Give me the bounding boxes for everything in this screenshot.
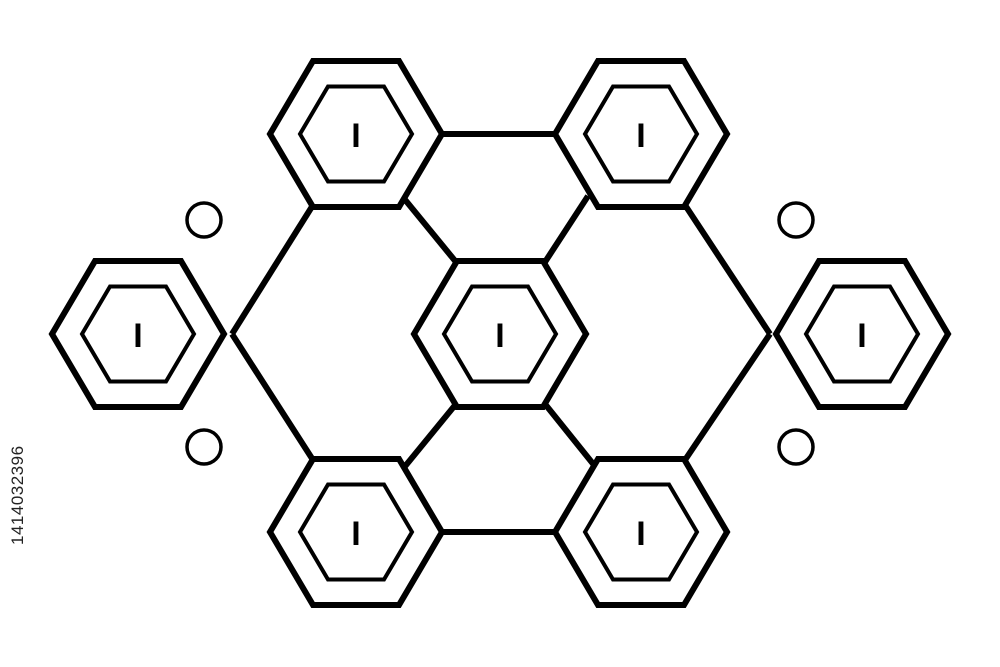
marker-circles: [185, 201, 815, 466]
hex-outer-ring: [266, 456, 446, 608]
hex-cell-far-left: I: [48, 258, 228, 410]
hex-cell-label: I: [351, 117, 360, 155]
bond-line: [542, 194, 591, 264]
hex-outer-ring: [266, 58, 446, 210]
marker-circle: [777, 428, 815, 466]
hex-outer-ring: [772, 258, 952, 410]
hex-cell-label: I: [857, 317, 866, 355]
hex-inner-ring: [297, 482, 415, 582]
bond-line: [682, 203, 773, 336]
hex-inner-ring: [582, 84, 700, 184]
hex-cell-center: I: [410, 258, 590, 410]
bond-line: [399, 402, 459, 472]
hex-cell-far-right: I: [772, 258, 952, 410]
hex-cell-bottom-left: I: [266, 456, 446, 608]
marker-circle: [777, 201, 815, 239]
bond-line: [399, 194, 459, 264]
hex-inner-ring: [803, 284, 921, 384]
hex-outer-ring: [551, 456, 731, 608]
bond-line: [229, 203, 316, 336]
bond-line: [542, 402, 601, 472]
bond-line: [682, 332, 773, 462]
hex-outer-ring: [48, 258, 228, 410]
hex-cell-label: I: [133, 317, 142, 355]
hex-inner-ring: [441, 284, 559, 384]
bond-lines: [229, 131, 773, 535]
hex-outer-ring: [410, 258, 590, 410]
hex-cell-top-left: I: [266, 58, 446, 210]
marker-circle: [185, 201, 223, 239]
bond-line: [229, 332, 316, 462]
hex-cell-label: I: [495, 317, 504, 355]
hex-cell-bottom-right: I: [551, 456, 731, 608]
marker-circle: [185, 428, 223, 466]
hex-inner-ring: [582, 482, 700, 582]
stock-id-watermark: 1414032396: [8, 445, 27, 545]
hex-cell-label: I: [636, 515, 645, 553]
hex-inner-ring: [79, 284, 197, 384]
hex-cell-label: I: [636, 117, 645, 155]
hex-cell-label: I: [351, 515, 360, 553]
hex-cells: I I I I I I I: [48, 58, 952, 608]
hex-outer-ring: [551, 58, 731, 210]
hex-inner-ring: [297, 84, 415, 184]
hex-cell-top-right: I: [551, 58, 731, 210]
